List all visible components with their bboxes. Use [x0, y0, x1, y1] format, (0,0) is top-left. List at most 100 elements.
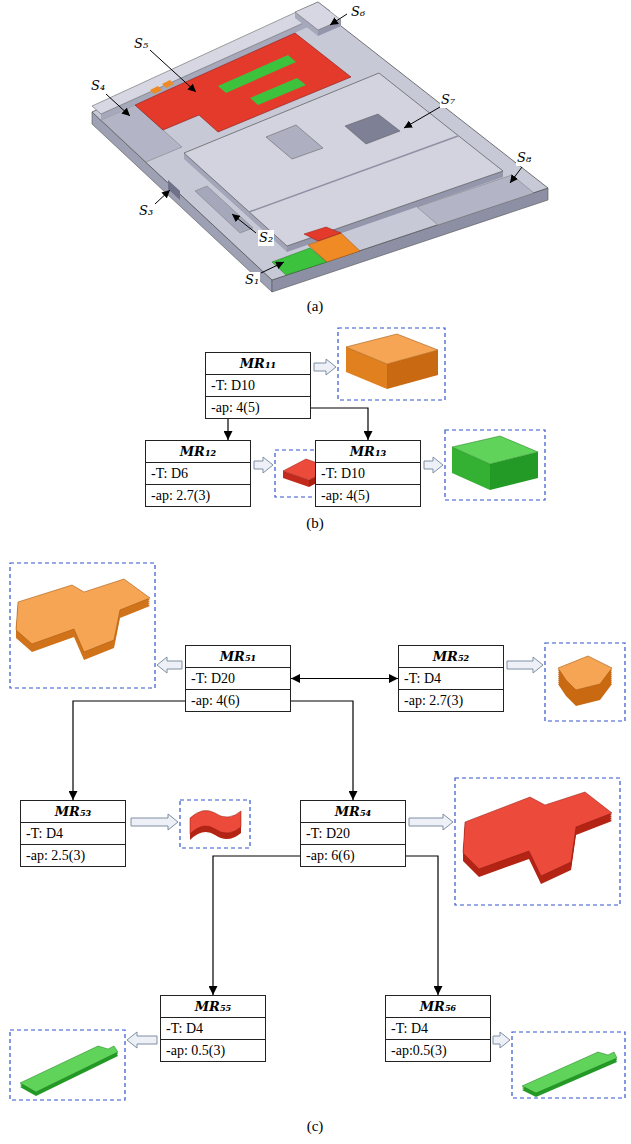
flow-arrow: [213, 856, 300, 995]
channel: [195, 186, 253, 233]
dashed-frame: [445, 430, 545, 500]
leader-line: [155, 190, 170, 204]
box-field: -ap:0.5(3): [386, 1040, 490, 1061]
dashed-frame: [545, 643, 625, 721]
panel-label: (c): [307, 1118, 324, 1135]
leader-line: [232, 214, 256, 233]
flow-arrow: [311, 408, 368, 440]
box-title: MR₅₆: [386, 996, 490, 1018]
flow-arrow: [291, 678, 398, 679]
orange-region: [150, 86, 162, 94]
box-field: -T: D4: [399, 668, 503, 690]
box-title: MR₁₁: [206, 353, 310, 375]
hollow-arrow: [157, 657, 182, 673]
box-field: -ap: 2.5(3): [21, 845, 125, 866]
box-field: -T: D4: [161, 1018, 265, 1040]
surface-label: S₂: [258, 230, 274, 246]
hollow-arrow: [127, 1032, 157, 1048]
surface-label: S₈: [516, 150, 532, 166]
leader-line: [330, 14, 347, 25]
dashed-frame: [10, 563, 155, 688]
hollow-arrows: [127, 359, 543, 1048]
box-field: -ap: 4(5): [206, 397, 310, 418]
box-field: -T: D20: [186, 668, 290, 690]
plate-top: [92, 8, 548, 280]
flow-arrow: [227, 419, 228, 440]
box-field: -ap: 2.7(3): [399, 690, 503, 711]
box-field: -T: D10: [316, 463, 420, 485]
solid-face: [558, 656, 612, 690]
box-field: -T: D4: [386, 1018, 490, 1040]
panel-label: (a): [307, 298, 324, 315]
hollow-arrow: [507, 657, 543, 673]
box-field: -T: D4: [21, 823, 125, 845]
box-field: -ap: 4(5): [316, 485, 420, 506]
box-field: -ap: 0.5(3): [161, 1040, 265, 1061]
panel-label: (b): [306, 515, 324, 532]
hollow-arrow: [424, 457, 443, 473]
process-box: MR₅₁-T: D20-ap: 4(6): [185, 645, 291, 712]
box-title: MR₅₄: [301, 801, 405, 823]
region-solids: [16, 334, 617, 1097]
dashed-frame: [10, 1030, 125, 1100]
surface-label: S₇: [440, 92, 456, 108]
box-title: MR₅₃: [21, 801, 125, 823]
green-region: [250, 78, 306, 105]
hollow-arrow: [314, 359, 336, 375]
hollow-arrow: [254, 457, 273, 473]
process-box: MR₅₅-T: D4-ap: 0.5(3): [160, 995, 266, 1062]
box-field: -ap: 6(6): [301, 845, 405, 866]
flow-arrow: [291, 701, 353, 800]
leader-lines: [106, 14, 522, 273]
solid-face: [522, 1052, 617, 1093]
solid-face: [16, 579, 150, 652]
hollow-arrow: [131, 814, 178, 830]
leader-line: [510, 167, 522, 183]
process-box: MR₁₂-T: D6-ap: 2.7(3): [145, 440, 251, 507]
leader-line: [150, 50, 196, 92]
flow-arrow: [406, 856, 438, 995]
dashed-frame: [512, 1032, 625, 1098]
surface-label: S₄: [90, 78, 106, 94]
box-title: MR₅₅: [161, 996, 265, 1018]
process-box: MR₁₁-T: D10-ap: 4(5): [205, 352, 311, 419]
solid-face: [20, 1046, 118, 1092]
opening: [345, 114, 400, 144]
flow-arrow: [73, 701, 185, 800]
leader-line: [404, 107, 440, 128]
solid-face: [346, 334, 438, 364]
box-field: -ap: 4(6): [186, 690, 290, 711]
dashed-frame: [455, 778, 620, 905]
box-title: MR₅₁: [186, 646, 290, 668]
solid-face: [190, 810, 241, 834]
raised-plate: [184, 73, 503, 246]
box-field: -ap: 2.7(3): [146, 485, 250, 506]
box-title: MR₅₂: [399, 646, 503, 668]
surface-label: S₅: [133, 36, 149, 52]
surface-label: S₁: [244, 272, 260, 288]
solid-face: [463, 792, 612, 876]
red-region: [304, 227, 341, 241]
box-field: -T: D20: [301, 823, 405, 845]
box-title: MR₁₃: [316, 441, 420, 463]
leader-line: [106, 94, 130, 116]
process-box: MR₁₃-T: D10-ap: 4(5): [315, 440, 421, 507]
box-field: -T: D6: [146, 463, 250, 485]
orange-region: [162, 80, 174, 88]
pocket: [417, 175, 534, 225]
part-model: [92, 2, 548, 292]
box-title: MR₁₂: [146, 441, 250, 463]
window: [266, 125, 323, 159]
surface-label: S₆: [350, 4, 366, 20]
dashed-frame: [180, 800, 250, 848]
dashed-frame: [338, 328, 445, 400]
process-box: MR₅₃-T: D4-ap: 2.5(3): [20, 800, 126, 867]
solid-face: [452, 436, 538, 464]
dashed-frames: [10, 328, 625, 1100]
hollow-arrow: [409, 814, 453, 830]
hollow-arrow: [493, 1032, 510, 1048]
process-box: MR₅₄-T: D20-ap: 6(6): [300, 800, 406, 867]
leader-line: [261, 262, 284, 273]
